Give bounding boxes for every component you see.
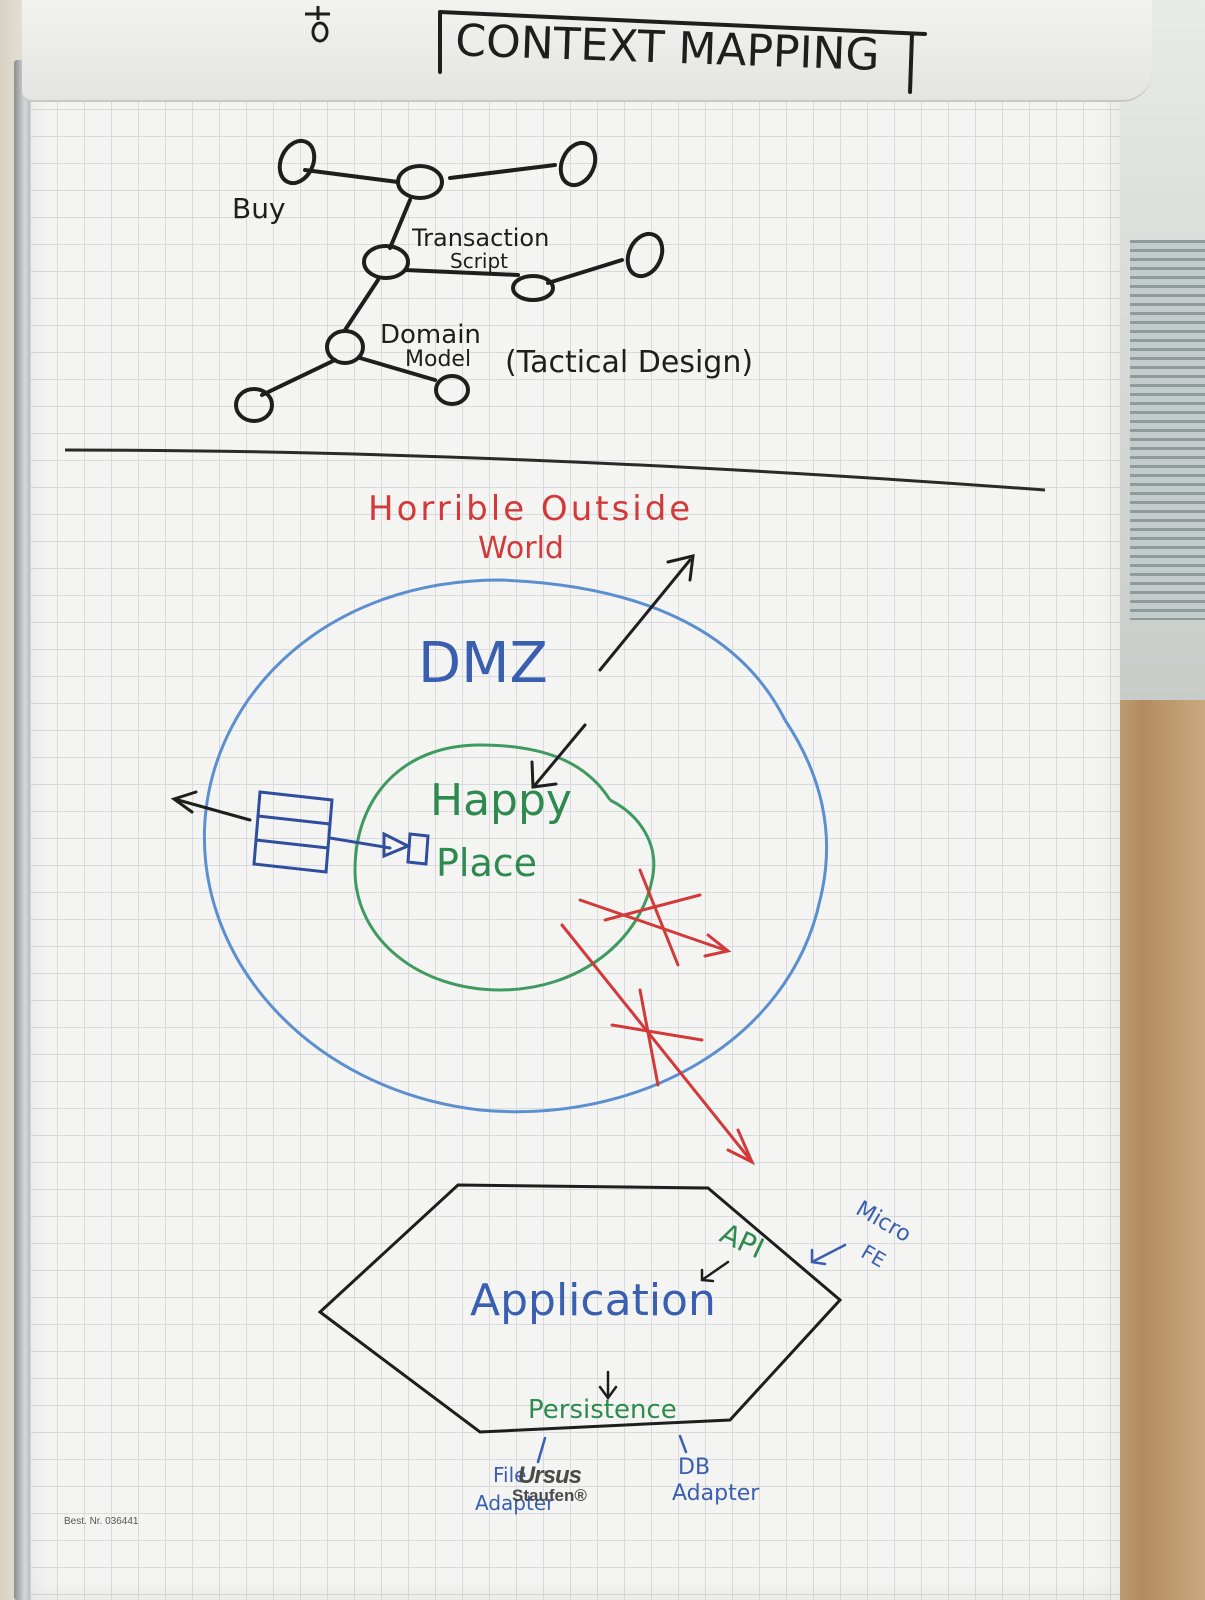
file-adapter-label: Adapter	[475, 1491, 555, 1515]
adapter-arrow	[170, 790, 252, 822]
fe-label: FE	[857, 1240, 890, 1273]
outside-line1: Horrible Outside	[368, 489, 693, 529]
db-adapter-label: Adapter	[672, 1481, 760, 1506]
api-label: API	[715, 1217, 769, 1266]
dmz-arrows	[530, 554, 695, 789]
dmz-ring	[202, 578, 829, 1114]
model-label: Model	[405, 347, 471, 372]
script-label: Script	[450, 249, 508, 273]
outside-world-label: Horrible Outside World	[368, 489, 693, 566]
micro-label: Micro	[851, 1197, 915, 1248]
persistence-label: Persistence	[528, 1395, 677, 1425]
buy-label: Buy	[232, 192, 286, 225]
persistence-arrow	[598, 1370, 618, 1401]
window-blinds	[1130, 240, 1205, 620]
adapter-sketch	[252, 790, 430, 874]
domain-label: Domain	[380, 320, 481, 350]
flipchart-sheet	[30, 55, 1120, 1600]
brand-main: Ursus	[517, 1462, 582, 1489]
forbidden-arrows	[560, 868, 756, 1166]
node-tree	[234, 138, 665, 423]
happy-place-ring	[353, 743, 656, 992]
dmz-label: DMZ	[418, 631, 548, 696]
brand-sub: Staufen®	[512, 1486, 587, 1505]
application-hexagon	[317, 1183, 843, 1434]
order-number: Best. Nr. 036441	[64, 1516, 139, 1527]
title-box: CONTEXT MAPPING	[438, 10, 927, 94]
db-label: DB	[678, 1455, 710, 1480]
tactical-design-label: (Tactical Design)	[505, 345, 753, 380]
divider-line	[64, 448, 1046, 492]
tree-labels: Buy Transaction Script Domain Model (Tac…	[232, 192, 753, 380]
application-label: Application	[470, 1275, 716, 1326]
small-doodle	[305, 6, 330, 43]
page-title: CONTEXT MAPPING	[454, 15, 880, 81]
adapter-ticks	[536, 1434, 688, 1464]
brand-logo: Ursus Staufen®	[512, 1462, 587, 1506]
transaction-label: Transaction	[411, 224, 549, 252]
place-label: Place	[436, 841, 537, 885]
api-arrows	[700, 1260, 730, 1283]
micro-fe-arrows	[810, 1243, 847, 1266]
outside-line2: World	[478, 531, 564, 566]
happy-label: Happy	[430, 775, 572, 826]
file-label: File	[493, 1463, 526, 1487]
